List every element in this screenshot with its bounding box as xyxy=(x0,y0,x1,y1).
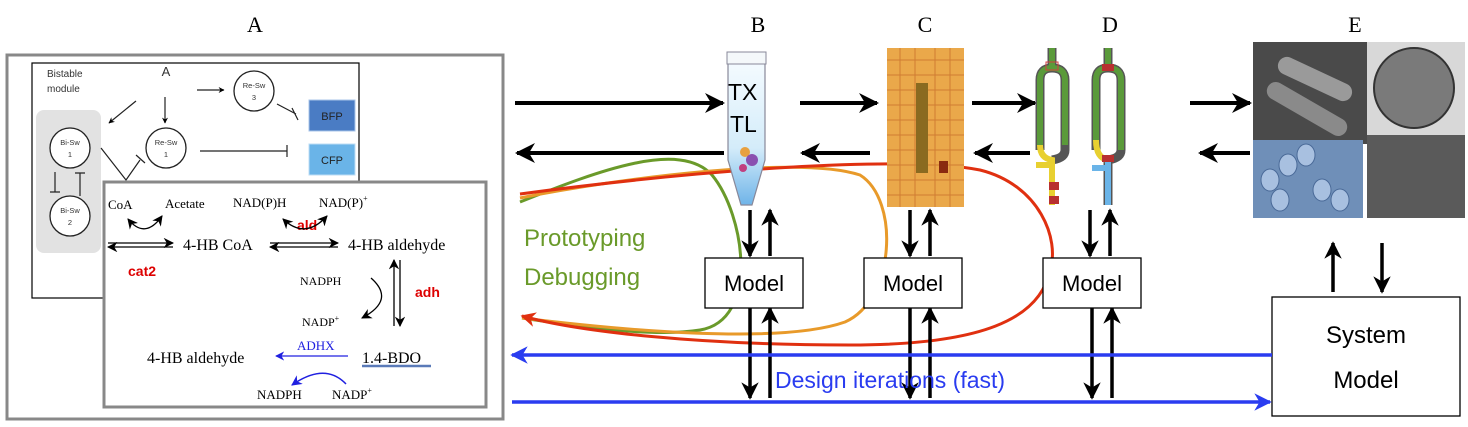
model-box-d xyxy=(1042,257,1142,309)
nadph-mid-label: NADPH xyxy=(300,274,342,288)
hb-aldehyde-2-label: 4-HB aldehyde xyxy=(147,350,244,367)
node-label: Bi-Sw xyxy=(60,206,80,215)
node-re-sw-1 xyxy=(145,127,187,169)
hb-aldehyde-label: 4-HB aldehyde xyxy=(348,237,445,254)
circuit-1 xyxy=(1035,48,1070,205)
model-box-c xyxy=(863,257,963,309)
system-model-box xyxy=(1271,296,1461,417)
bfp-box xyxy=(308,99,356,132)
nadp-bottom-label: NADP+ xyxy=(332,386,372,402)
tl-label: TL xyxy=(730,111,757,137)
debugging-label: Debugging xyxy=(524,264,640,291)
adh-label: adh xyxy=(415,284,440,300)
panel-label-e: E xyxy=(1348,12,1361,37)
green-curve xyxy=(519,157,743,335)
red-curve xyxy=(519,162,1054,347)
bfp-label: BFP xyxy=(321,111,342,123)
model-boxes: Model Model Model System Model xyxy=(704,257,1461,417)
bistable-title-2: module xyxy=(47,84,80,95)
cat2-label: cat2 xyxy=(128,263,156,279)
orange-curve xyxy=(519,165,889,336)
design-iterations-label: Design iterations (fast) xyxy=(775,367,1005,393)
node-label: Bi-Sw xyxy=(60,138,80,147)
genetic-circuits xyxy=(1035,48,1126,205)
panel-label-c: C xyxy=(918,12,933,37)
node-label: 2 xyxy=(68,218,72,227)
acetate-label: Acetate xyxy=(165,196,205,211)
hb-coa-label: 4-HB CoA xyxy=(183,237,253,254)
flow-arrows xyxy=(515,93,1252,163)
nadp-label: NAD(P)+ xyxy=(319,194,368,210)
model-box-b xyxy=(704,257,804,309)
bdo-label: 1.4-BDO xyxy=(362,350,421,367)
panel-label-a: A xyxy=(247,12,263,37)
coa-label: CoA xyxy=(108,197,133,212)
system-model-label-1: System xyxy=(1326,322,1406,349)
circuit-2 xyxy=(1091,48,1126,205)
microfluidic-chip xyxy=(887,48,964,207)
prototyping-label: Prototyping xyxy=(524,225,645,252)
feedback-curves xyxy=(519,157,1054,347)
bistable-title-1: Bistable xyxy=(47,69,83,80)
panel-label-d: D xyxy=(1102,12,1118,37)
ald-label: ald xyxy=(297,217,317,233)
node-label: 1 xyxy=(68,150,72,159)
txtl-tube: TX TL xyxy=(726,51,767,206)
panel-label-b: B xyxy=(751,12,766,37)
vertical-arrows xyxy=(741,208,1391,400)
model-label: Model xyxy=(1062,271,1122,296)
model-label: Model xyxy=(724,271,784,296)
node-re-sw-3 xyxy=(233,70,275,112)
node-bi-sw-1 xyxy=(49,127,91,169)
node-bi-sw-2 xyxy=(49,195,91,237)
nadph-bottom-label: NADPH xyxy=(257,387,302,402)
node-label: Re-Sw xyxy=(155,138,178,147)
cfp-box xyxy=(308,143,356,176)
node-label: 3 xyxy=(252,93,256,102)
pathway-box: CoA Acetate NAD(P)H NAD(P)+ 4-HB CoA 4-H… xyxy=(102,180,488,409)
system-model-label-2: Model xyxy=(1333,367,1398,394)
adhx-label: ADHX xyxy=(297,338,335,353)
nadp-mid-label: NADP+ xyxy=(302,314,340,329)
nadph-label: NAD(P)H xyxy=(233,195,286,210)
input-a: A xyxy=(162,64,171,79)
tx-label: TX xyxy=(728,79,757,105)
node-label: Re-Sw xyxy=(243,81,266,90)
micrograph-rods-2 xyxy=(1367,135,1465,218)
model-label: Model xyxy=(883,271,943,296)
design-iteration-arrows xyxy=(510,346,1272,411)
cell-micrographs xyxy=(1253,42,1465,218)
cfp-label: CFP xyxy=(321,155,343,167)
node-label: 1 xyxy=(164,150,168,159)
